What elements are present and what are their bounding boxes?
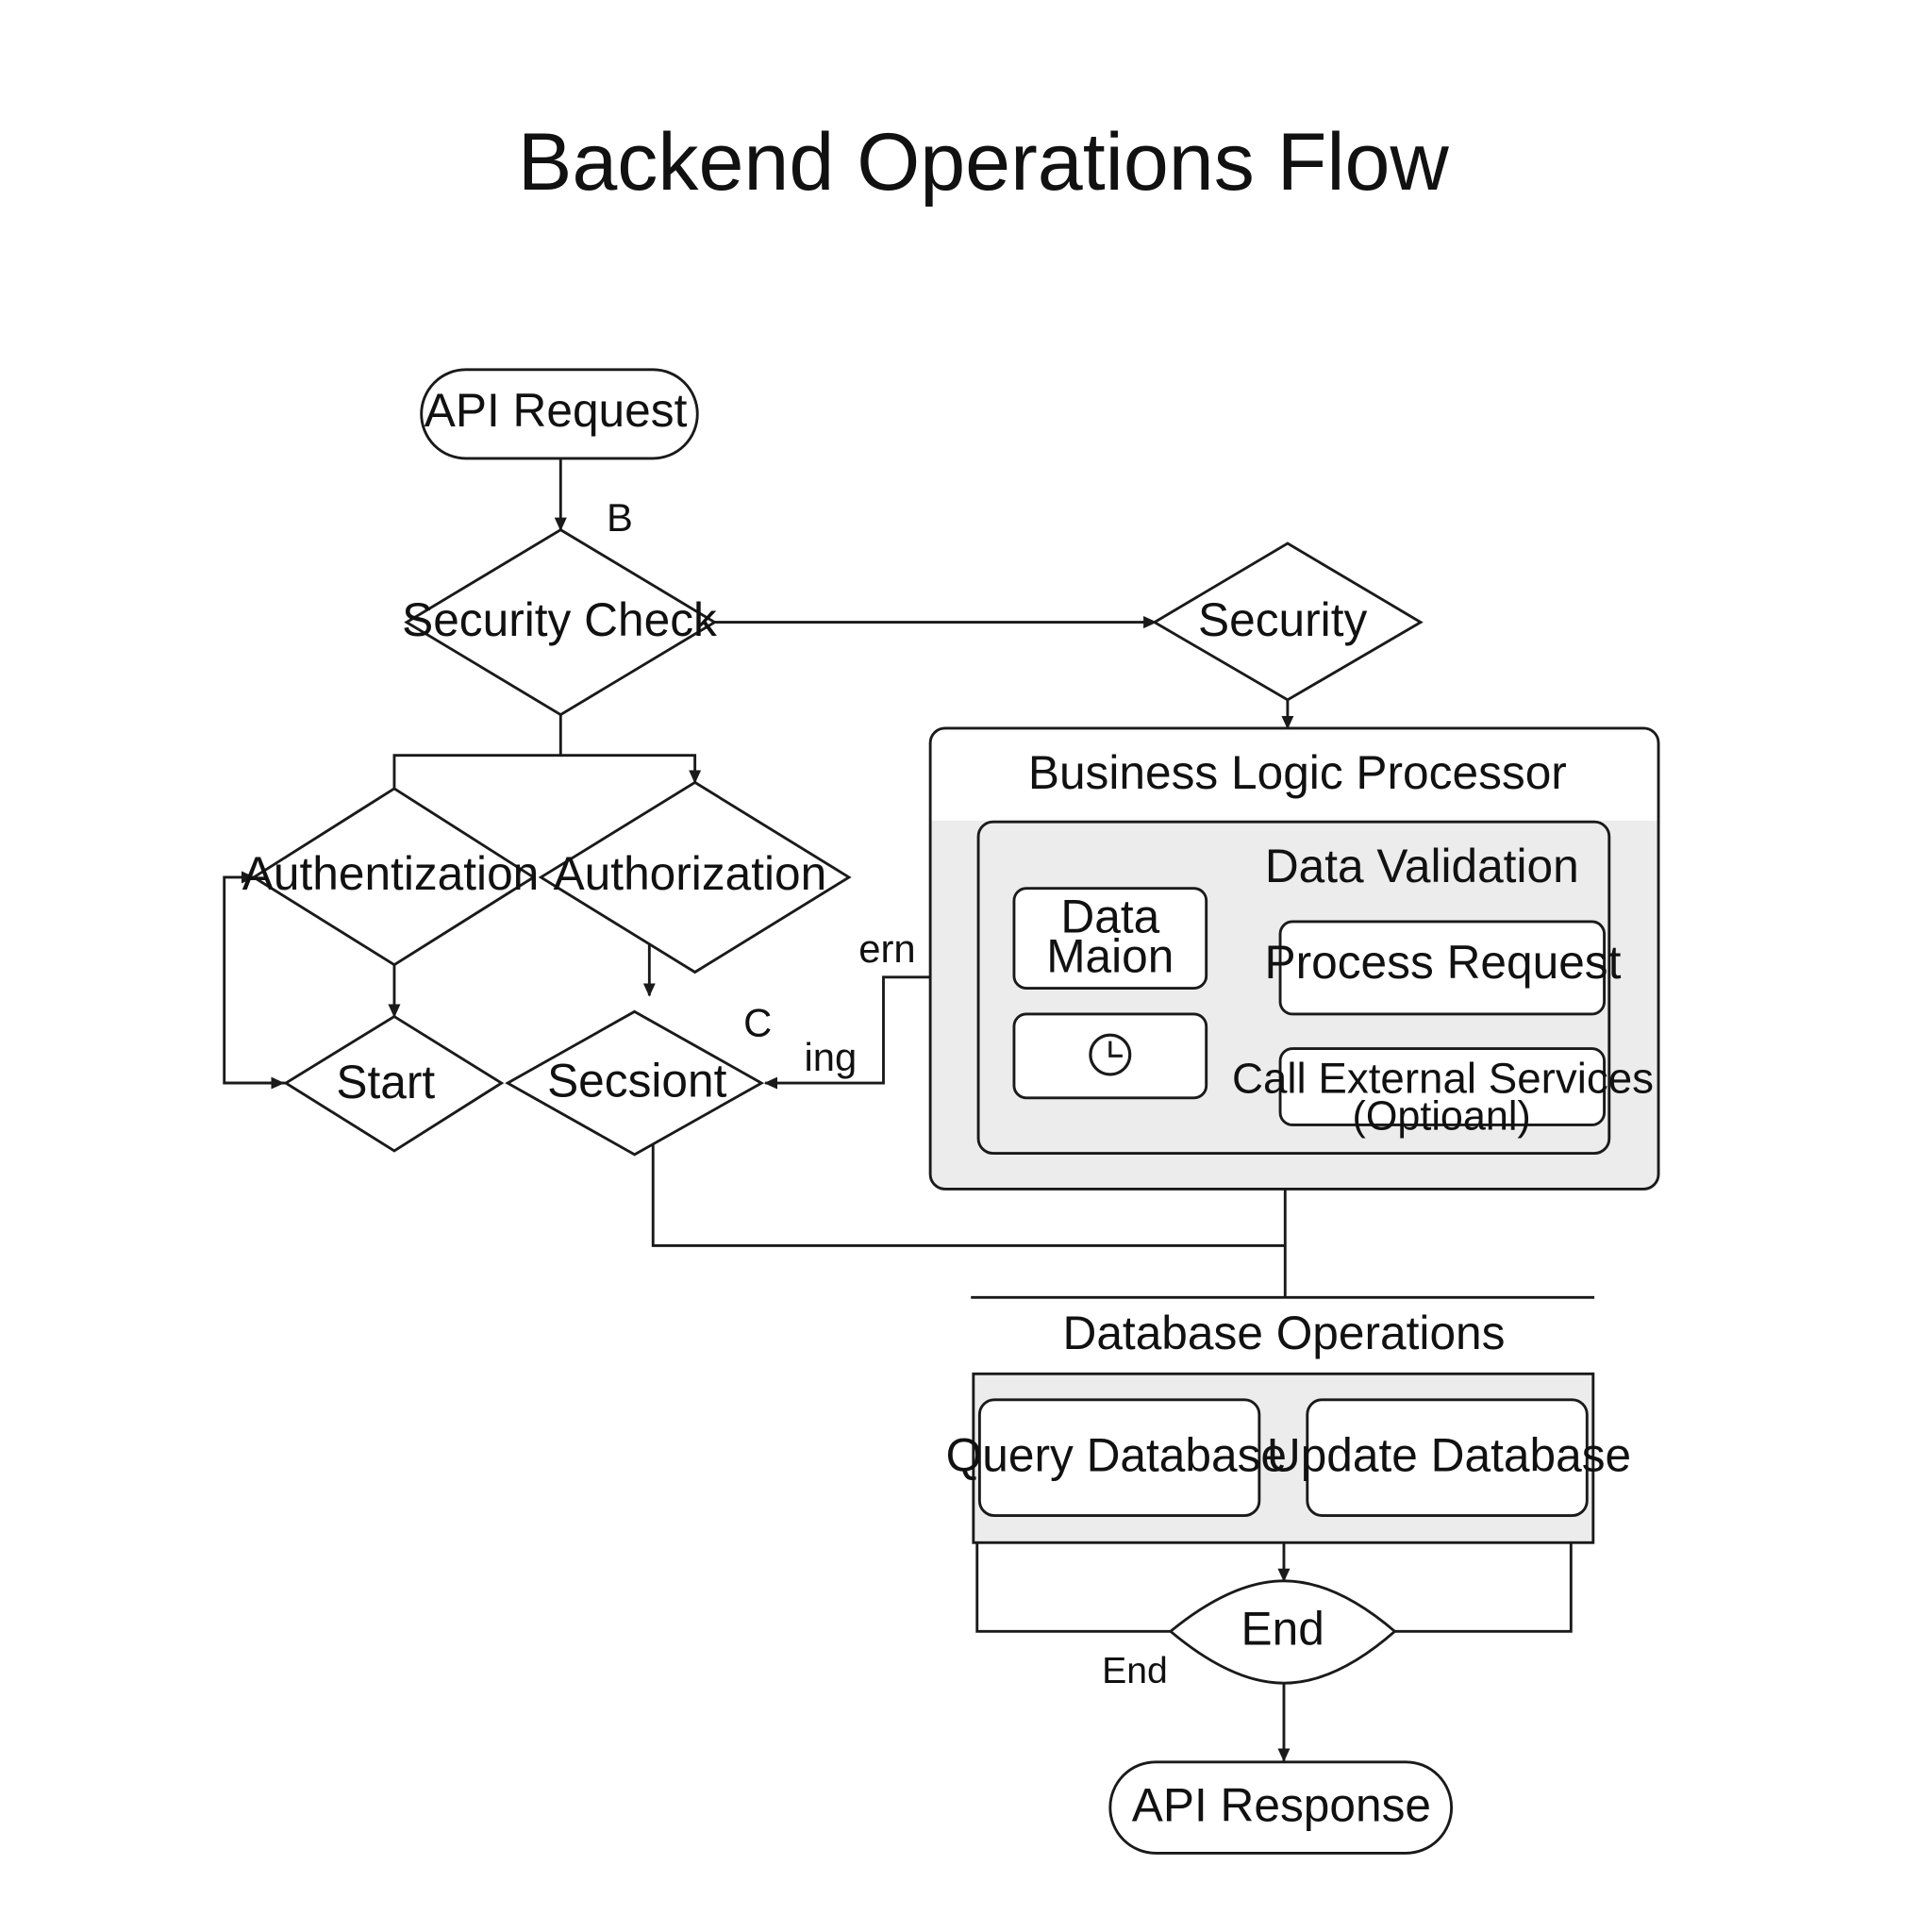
edge-label-end: End [1102, 1651, 1168, 1691]
security-diamond [1152, 541, 1424, 702]
authorization-label: Authorization [554, 847, 827, 900]
call-external-services-label-line1: Call External Services [1232, 1055, 1654, 1103]
update-database-label: Update Database [1267, 1429, 1631, 1482]
edge-business-logic-to-session [763, 975, 931, 1090]
edge-label-b: B [607, 495, 633, 540]
node-data-main: Data Maion [1012, 887, 1208, 990]
node-session: Secsiont [505, 1009, 765, 1157]
edge-session-to-merge [651, 1143, 1286, 1247]
process-request-box [1278, 920, 1607, 1016]
edge-label-c: C [743, 1000, 772, 1044]
edge-split-to-authorization [560, 754, 702, 784]
business-logic-processor-header [930, 727, 1659, 821]
security-check-diamond [404, 527, 718, 717]
edge-label-ern: ern [858, 926, 915, 971]
edge-database-right-to-end [1394, 1542, 1573, 1633]
data-main-label-line1: Data [1060, 891, 1159, 943]
edge-label-ing: ing [804, 1035, 857, 1079]
node-api-request: API Request [420, 368, 699, 460]
node-call-external-services: Call External Services (Optioanl) [1232, 1047, 1654, 1140]
business-logic-processor-border [928, 726, 1660, 1191]
node-security: Security [1152, 541, 1424, 702]
query-database-box [977, 1398, 1261, 1517]
edge-loop-start-authentication [223, 871, 287, 1085]
call-external-services-box [1278, 1047, 1607, 1126]
node-security-check: Security Check [402, 527, 718, 717]
process-request-label: Process Request [1265, 936, 1622, 989]
node-clock [1012, 1012, 1208, 1100]
database-operations-group: Database Operations Query Database Updat… [946, 1295, 1631, 1544]
end-shape [1168, 1579, 1397, 1685]
edge-security-check-split [392, 714, 562, 789]
business-logic-processor-group: Business Logic Processor Data Validation… [928, 726, 1660, 1191]
clock-icon [1089, 1033, 1132, 1076]
call-external-services-label-line2: (Optioanl) [1353, 1094, 1531, 1140]
data-validation-title: Data Validation [1265, 840, 1579, 892]
security-label: Security [1198, 593, 1367, 646]
authentication-diamond [251, 787, 537, 967]
query-database-label: Query Database [946, 1429, 1287, 1482]
session-label: Secsiont [547, 1054, 727, 1107]
api-response-terminal [1108, 1760, 1454, 1855]
node-end: End [1168, 1579, 1397, 1685]
end-label: End [1241, 1603, 1324, 1656]
node-authentication: Authentization [242, 787, 540, 967]
node-query-database: Query Database [946, 1398, 1287, 1517]
edge-database-left-to-end [975, 1542, 1171, 1633]
business-logic-processor-title: Business Logic Processor [1028, 746, 1567, 799]
node-authorization: Authorization [538, 780, 852, 974]
node-api-response: API Response [1108, 1760, 1454, 1855]
authorization-diamond [538, 780, 852, 974]
authentication-label: Authentization [242, 847, 540, 900]
node-start: Start [283, 1014, 505, 1153]
api-response-label: API Response [1132, 1778, 1431, 1831]
start-diamond [283, 1014, 505, 1153]
update-database-box [1306, 1398, 1589, 1517]
security-check-label: Security Check [402, 593, 717, 646]
start-label: Start [336, 1056, 435, 1108]
api-request-terminal [420, 368, 699, 460]
database-operations-title: Database Operations [1062, 1307, 1505, 1359]
data-main-box [1012, 887, 1208, 990]
data-main-label-line2: Maion [1046, 930, 1174, 983]
api-request-label: API Request [425, 384, 688, 437]
node-process-request: Process Request [1265, 920, 1622, 1016]
diagram-title: Backend Operations Flow [518, 117, 1450, 208]
session-diamond [505, 1009, 765, 1157]
node-update-database: Update Database [1267, 1398, 1631, 1517]
